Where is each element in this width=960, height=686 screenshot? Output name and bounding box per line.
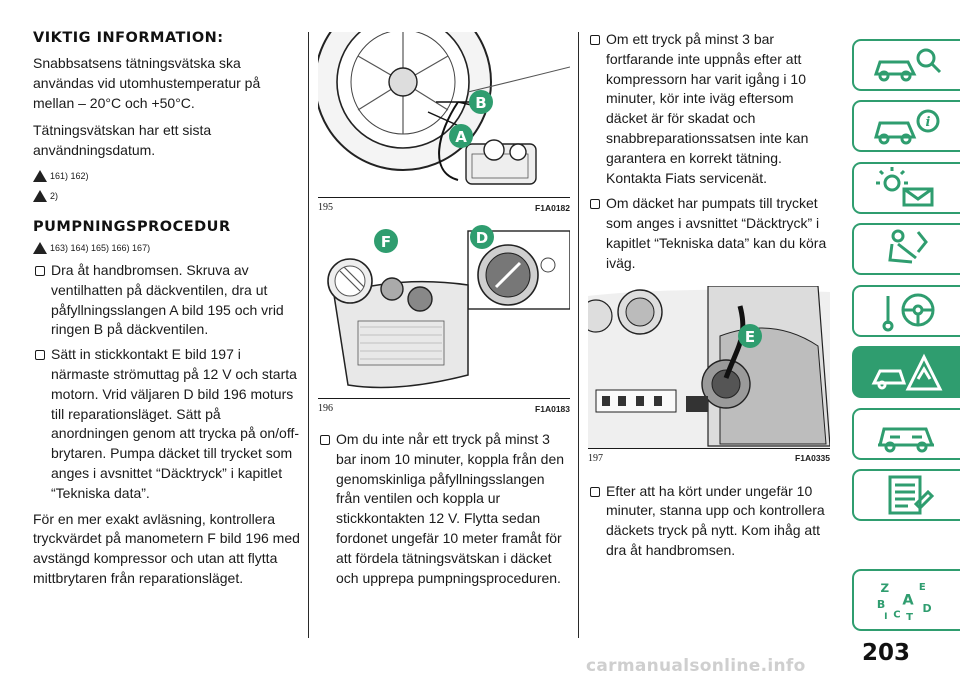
breakdown-warning-triangle-icon — [871, 353, 943, 391]
warning-triangle-icon — [33, 241, 47, 254]
paragraph-temperature: Snabbsatsens tätningsvätska ska användas… — [33, 55, 261, 111]
warning-lights-envelope-icon — [876, 167, 934, 207]
checkbox-bullet-icon — [35, 350, 45, 361]
checkbox-bullet-icon — [590, 199, 600, 210]
column-divider — [308, 32, 309, 638]
car-service-icon — [878, 427, 935, 453]
warning-reference-text: 161) 162) — [50, 170, 89, 181]
list-item: Dra åt handbromsen. Skruva av ventilhatt… — [33, 261, 301, 340]
caution-triangle-icon — [33, 189, 47, 202]
alphabetical-index-icon: Z E A B C D I T — [877, 581, 932, 621]
callout-b-label: A — [455, 128, 467, 146]
warning-reference-text: 2) — [50, 190, 59, 201]
seat-airbag-icon — [888, 229, 928, 264]
figure-caption: 197 F1A0335 — [588, 447, 830, 468]
tab-safety[interactable] — [852, 223, 960, 275]
tab-technical-data[interactable] — [852, 469, 960, 521]
middle-column: B A 195 F1A0182 F D — [318, 32, 570, 588]
warning-reference-3: 163) 164) 165) 166) 167) — [33, 238, 301, 258]
tab-servicing[interactable] — [852, 408, 960, 460]
checkbox-bullet-icon — [590, 35, 600, 45]
figure-code: F1A0182 — [535, 202, 570, 213]
warning-reference-1: 161) 162) — [33, 166, 301, 186]
index-letter: Z — [881, 581, 890, 595]
watermark: carmanualsonline.info — [586, 656, 806, 676]
steering-wheel-key-icon — [882, 293, 935, 332]
right-column: Om ett tryck på minst 3 bar fortfarande … — [588, 30, 830, 561]
car-search-icon — [873, 48, 942, 82]
figure-code: F1A0183 — [535, 403, 570, 414]
list-item: Sätt in stickkontakt E bild 197 i närmas… — [33, 345, 301, 503]
paragraph-expiry: Tätningsvätskan har ett sista användning… — [33, 122, 212, 159]
dashboard-socket-illustration: E — [588, 285, 830, 448]
checkbox-bullet-icon — [35, 265, 45, 276]
figure-caption: 196 F1A0183 — [318, 398, 570, 418]
index-letter: D — [923, 602, 932, 615]
figure-number: 195 — [318, 202, 333, 213]
index-letter: A — [902, 592, 914, 609]
tab-starting-driving[interactable] — [852, 285, 960, 337]
list-item: Om du inte når ett tryck på minst 3 bar … — [318, 430, 570, 588]
technical-data-list-icon — [888, 475, 935, 515]
figure-code: F1A0335 — [795, 453, 830, 464]
tab-car-search[interactable] — [852, 39, 960, 91]
page-number: 203 — [862, 640, 911, 666]
warning-triangle-icon — [33, 169, 47, 182]
figure-197: E 197 F1A0335 — [588, 285, 830, 468]
warning-reference-text: 163) 164) 165) 166) 167) — [50, 242, 151, 253]
paragraph-manometer: För en mer exakt avläsning, kontrollera … — [33, 510, 300, 586]
heading-pumping-procedure: PUMPNINGSPROCEDUR — [33, 218, 231, 235]
figure-196: F D 196 F1A0183 — [318, 225, 570, 418]
tab-car-info[interactable]: i — [852, 100, 960, 152]
figure-195: B A 195 F1A0182 — [318, 32, 570, 217]
callout-e-label: E — [745, 328, 755, 346]
figure-number: 196 — [318, 403, 333, 414]
tab-in-an-emergency[interactable] — [852, 346, 960, 398]
index-letter: B — [877, 598, 885, 611]
index-letter: I — [884, 612, 887, 621]
svg-text:i: i — [926, 115, 931, 130]
callout-d-label: D — [476, 229, 488, 247]
column-divider — [578, 32, 579, 638]
checkbox-bullet-icon — [590, 486, 600, 497]
callout-a-label: B — [475, 94, 486, 112]
index-letter: T — [906, 612, 913, 621]
car-info-icon: i — [874, 109, 940, 145]
tab-warning-lights[interactable] — [852, 162, 960, 214]
tire-valve-illustration: B A — [318, 32, 570, 185]
compressor-manometer-illustration: F D — [327, 225, 570, 389]
left-column: VIKTIG INFORMATION: Snabbsatsens tätning… — [33, 30, 301, 589]
list-item: Om ett tryck på minst 3 bar fortfarande … — [588, 30, 830, 188]
figure-caption: 195 F1A0182 — [318, 197, 570, 217]
warning-reference-2: 2) — [33, 186, 301, 206]
list-item: Om däcket har pumpats till trycket som a… — [588, 194, 830, 273]
index-letter: E — [919, 582, 926, 593]
index-letter: C — [893, 609, 900, 620]
heading-important-info: VIKTIG INFORMATION: — [33, 30, 224, 46]
figure-number: 197 — [588, 452, 603, 464]
tab-index[interactable]: Z E A B C D I T — [852, 569, 960, 631]
callout-f-label: F — [381, 233, 391, 251]
checkbox-bullet-icon — [320, 435, 330, 445]
list-item: Efter att ha kört under ungefär 10 minut… — [588, 482, 830, 561]
